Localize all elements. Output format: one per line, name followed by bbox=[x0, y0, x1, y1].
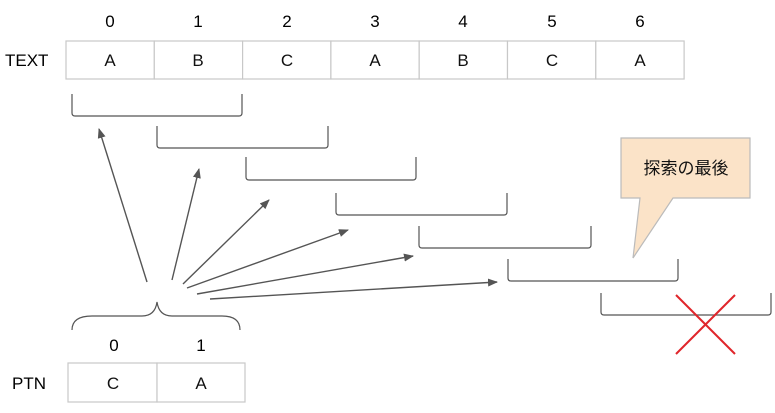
window-bracket-1 bbox=[156, 126, 329, 149]
window-bracket-3 bbox=[335, 193, 508, 216]
arrow-to-window-4 bbox=[196, 253, 414, 295]
pattern-cell-box-1 bbox=[156, 362, 246, 403]
text-cell-3: A bbox=[369, 51, 381, 70]
pattern-cell-0: C bbox=[107, 374, 119, 393]
window-bracket-0 bbox=[71, 94, 243, 117]
text-cell-4: B bbox=[457, 51, 468, 70]
pattern-cell-box-0 bbox=[67, 362, 158, 403]
window-brackets bbox=[71, 94, 772, 316]
text-cell-box-5 bbox=[506, 40, 597, 80]
text-cell-box-0 bbox=[65, 40, 155, 80]
text-cell-box-6 bbox=[595, 40, 685, 80]
text-index-3: 3 bbox=[370, 12, 379, 31]
window-bracket-2 bbox=[245, 157, 417, 181]
text-row-label: TEXT bbox=[5, 51, 48, 70]
callout-bubble bbox=[620, 137, 751, 259]
window-bracket-5 bbox=[507, 259, 679, 282]
text-index-6: 6 bbox=[635, 12, 644, 31]
window-bracket-6 bbox=[600, 293, 772, 316]
text-index-2: 2 bbox=[282, 12, 291, 31]
text-cell-2: C bbox=[281, 51, 293, 70]
text-cell-6: A bbox=[634, 51, 646, 70]
text-cell-box-1 bbox=[153, 40, 244, 80]
arrow-to-window-1 bbox=[171, 168, 201, 281]
text-index-1: 1 bbox=[193, 12, 202, 31]
pattern-index-0: 0 bbox=[109, 336, 118, 355]
pattern-row-label: PTN bbox=[12, 374, 46, 393]
text-cell-0: A bbox=[104, 51, 116, 70]
pattern-row-cells: C A bbox=[67, 362, 246, 403]
shift-arrows bbox=[97, 128, 498, 300]
arrow-to-window-5 bbox=[209, 278, 498, 300]
text-index-5: 5 bbox=[547, 12, 556, 31]
text-index-4: 4 bbox=[458, 12, 467, 31]
arrow-to-window-2 bbox=[182, 199, 270, 285]
window-bracket-4 bbox=[418, 226, 592, 249]
text-cell-box-2 bbox=[242, 40, 332, 80]
text-cell-box-4 bbox=[418, 40, 509, 80]
callout-text: 探索の最後 bbox=[644, 159, 729, 179]
text-row-cells: A B C A B C A bbox=[65, 40, 685, 80]
text-cell-5: C bbox=[546, 51, 558, 70]
pattern-curly-brace bbox=[71, 301, 241, 331]
pattern-row-indices: 0 1 bbox=[109, 336, 205, 355]
invalid-position-cross-icon bbox=[675, 294, 736, 355]
text-row-indices: 0 1 2 3 4 5 6 bbox=[105, 12, 644, 31]
arrow-to-window-3 bbox=[186, 229, 349, 289]
text-index-0: 0 bbox=[105, 12, 114, 31]
pattern-cell-1: A bbox=[195, 374, 207, 393]
arrow-to-window-0 bbox=[97, 128, 148, 283]
cross-stroke-2 bbox=[675, 294, 736, 355]
text-cell-1: B bbox=[192, 51, 203, 70]
pattern-index-1: 1 bbox=[196, 336, 205, 355]
end-of-search-callout: 探索の最後 bbox=[620, 137, 751, 259]
